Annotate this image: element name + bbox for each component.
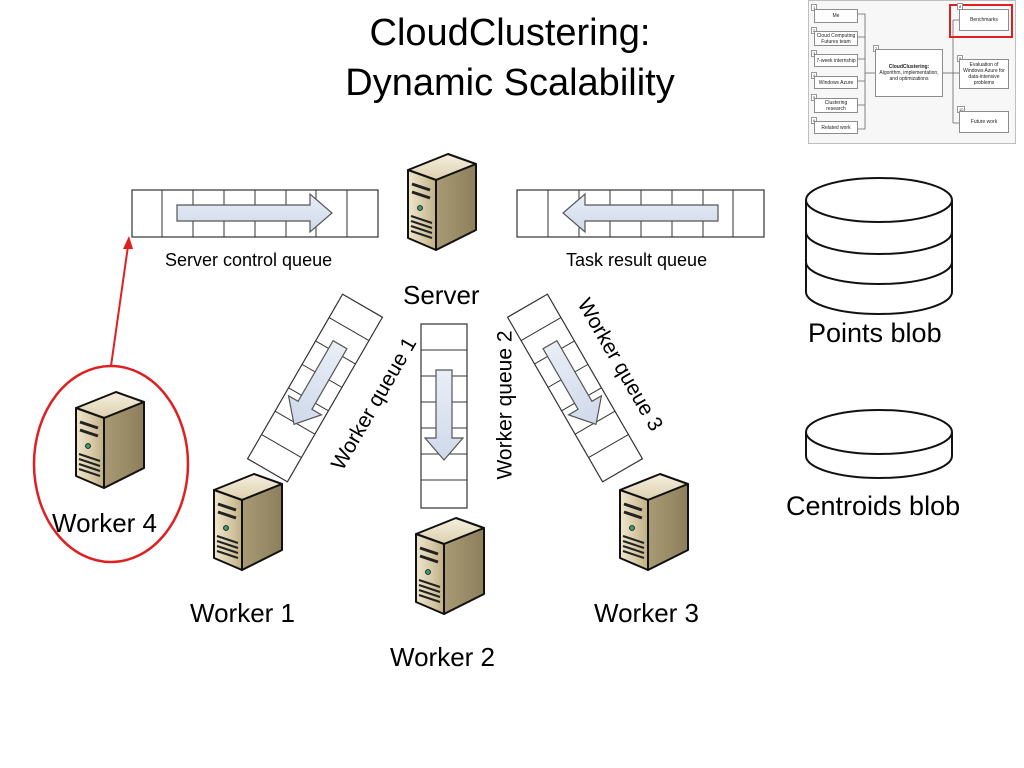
down-arrow-icon <box>423 369 465 461</box>
thumb-item-windows-azure: Windows Azure <box>814 76 858 89</box>
points-blob-label: Points blob <box>808 318 942 348</box>
worker-3-label: Worker 3 <box>594 598 699 628</box>
up-arrow-icon <box>123 236 133 249</box>
thumb-cloudclustering-title: CloudClustering: <box>888 64 930 70</box>
worker-queue-1-shape <box>246 293 384 483</box>
worker-1-server-icon <box>212 472 284 572</box>
server-tower-icon <box>406 152 478 252</box>
thumb-item-internship: 7-week internship <box>814 54 858 67</box>
outline-thumbnail: 1 Me 2 Cloud Computing Futures team 3 7-… <box>808 0 1016 144</box>
worker-3-server-icon <box>618 472 690 572</box>
thumb-item-ccf-team: Cloud Computing Futures team <box>814 31 858 46</box>
points-blob-cylinder-icon <box>805 177 953 315</box>
thumb-item-related-work: Related work <box>814 121 858 134</box>
worker-queue-2-label: Worker queue 2 <box>493 330 517 480</box>
centroids-blob-cylinder-icon <box>805 409 953 479</box>
server-control-queue-label: Server control queue <box>165 250 333 270</box>
down-right-arrow-icon <box>542 339 603 426</box>
thumb-item-cloudclustering: CloudClustering: Algorithm, implementati… <box>875 49 943 97</box>
task-result-queue-label: Task result queue <box>566 250 708 270</box>
title-line-1: CloudClustering: <box>369 12 651 54</box>
worker-4-server-icon <box>74 390 146 490</box>
left-arrow-icon <box>562 192 719 234</box>
right-arrow-icon <box>176 192 333 234</box>
worker-2-server-icon <box>414 516 486 616</box>
worker-4-arrow-line <box>110 245 129 367</box>
thumb-item-me: Me <box>814 9 858 23</box>
worker-1-label: Worker 1 <box>190 598 295 628</box>
server-label: Server <box>403 280 480 310</box>
server-control-queue-shape <box>131 189 379 238</box>
slide-title: CloudClustering: Dynamic Scalability <box>250 8 770 108</box>
thumb-cloudclustering-desc: Algorithm, implementation, and optimizat… <box>879 70 939 82</box>
worker-4-label: Worker 4 <box>52 508 157 538</box>
title-line-2: Dynamic Scalability <box>345 62 675 104</box>
centroids-blob-label: Centroids blob <box>786 491 961 521</box>
thumb-item-evaluation: Evaluation of Windows Azure for data-int… <box>959 59 1009 89</box>
task-result-queue-shape <box>516 189 765 238</box>
thumb-item-benchmarks: Benchmarks <box>959 9 1009 31</box>
thumb-item-clustering-research: Clustering research <box>814 98 858 113</box>
worker-queue-3-shape <box>506 293 644 483</box>
worker-2-label: Worker 2 <box>390 642 495 672</box>
down-left-arrow-icon <box>287 339 348 426</box>
worker-queue-2-shape <box>420 323 468 509</box>
thumb-item-future-work: Future work <box>959 111 1009 133</box>
